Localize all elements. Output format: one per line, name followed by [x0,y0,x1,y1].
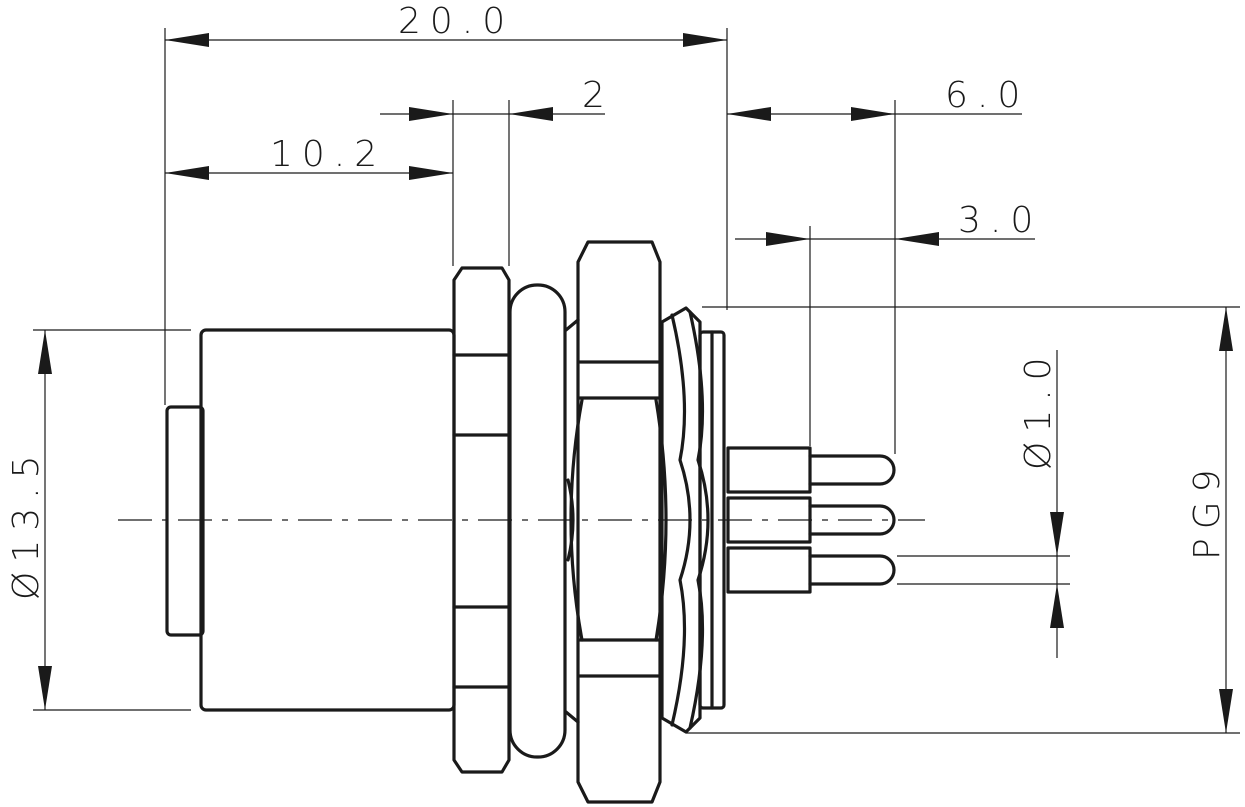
dim-body-length: 10.2 [270,134,386,175]
hex-nut-1 [452,266,511,774]
dimension-lines [33,28,1240,734]
dim-body-diameter: Ø13.5 [6,447,47,601]
dim-nut-width: 2 [582,75,614,116]
dim-thread: PG9 [1187,460,1228,560]
dim-pin-diameter: Ø1.0 [1018,348,1059,470]
pin-2 [808,504,896,536]
dim-overall-length: 20.0 [398,1,514,42]
pin-3 [808,554,896,586]
pin-sleeve-1 [726,446,812,494]
dim-pin-exposed: 3.0 [958,200,1042,241]
dimension-labels: 20.0 10.2 2 6.0 3.0 Ø1.0 Ø13.5 PG9 [6,1,1228,600]
threaded-flange [660,306,702,734]
dim-pin-length: 6.0 [945,75,1029,116]
o-ring [508,283,567,759]
hex-nut-2 [576,240,662,804]
connector-body [165,240,896,804]
rear-cap [165,405,205,637]
pin-sleeve-3 [726,546,812,594]
pin-1 [808,454,896,486]
thread-segment [564,318,580,724]
